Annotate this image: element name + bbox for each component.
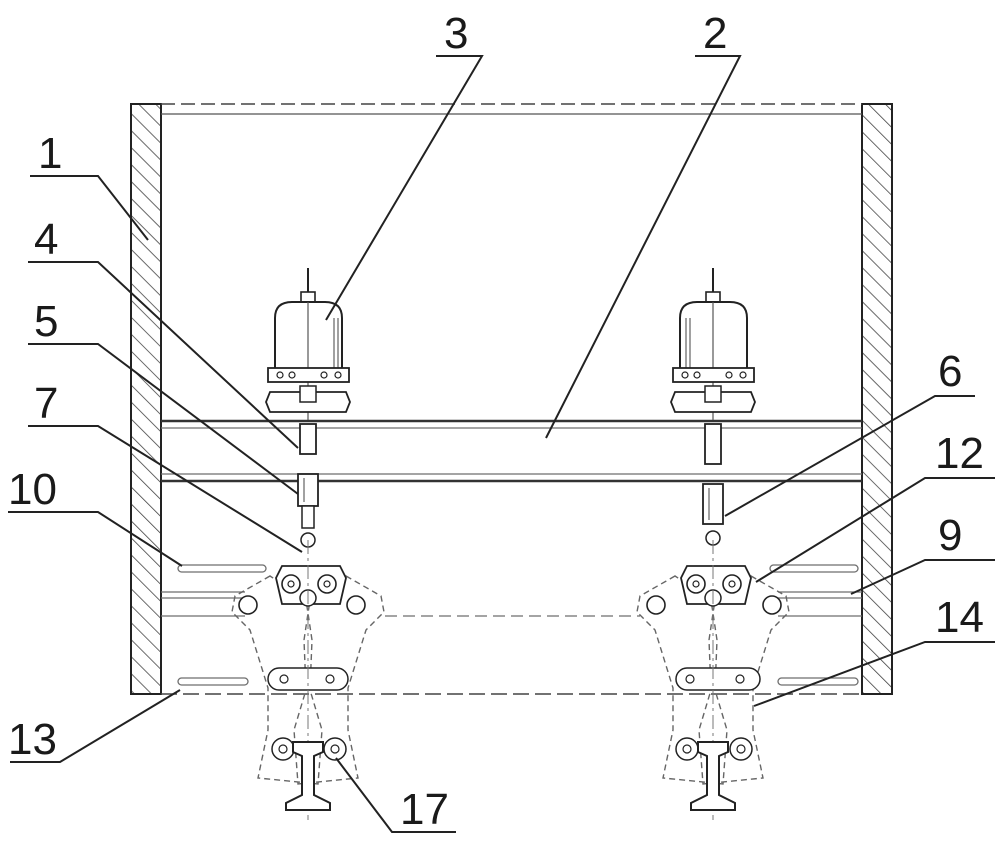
label-10: 10	[8, 465, 57, 514]
slots	[161, 564, 862, 686]
frame	[130, 103, 893, 695]
label-1: 1	[38, 129, 62, 178]
label-4: 4	[34, 215, 58, 264]
label-14: 14	[935, 593, 984, 642]
label-13: 13	[8, 715, 57, 764]
right-push-rod	[702, 423, 724, 546]
left-brake-cylinder	[265, 268, 351, 420]
right-brake-cylinder	[670, 268, 756, 420]
left-wall	[130, 103, 162, 695]
right-wall	[861, 103, 893, 695]
label-2: 2	[703, 9, 727, 58]
left-clamp-arms	[231, 540, 385, 820]
label-3: 3	[444, 9, 468, 58]
label-9: 9	[938, 511, 962, 560]
leader-lines	[8, 55, 995, 833]
label-12: 12	[935, 429, 984, 478]
label-17: 17	[400, 785, 449, 834]
left-clamp-assembly	[231, 268, 385, 820]
reference-labels: 1 2 3 4 5 6 7 9 10 12 13 14 17	[8, 9, 984, 834]
left-rail	[271, 737, 347, 811]
label-6: 6	[938, 347, 962, 396]
label-5: 5	[34, 297, 58, 346]
right-clamp-assembly	[636, 268, 790, 820]
label-7: 7	[34, 379, 58, 428]
right-rail	[675, 737, 753, 811]
left-push-rod	[297, 423, 319, 548]
crossbeam	[161, 419, 862, 483]
